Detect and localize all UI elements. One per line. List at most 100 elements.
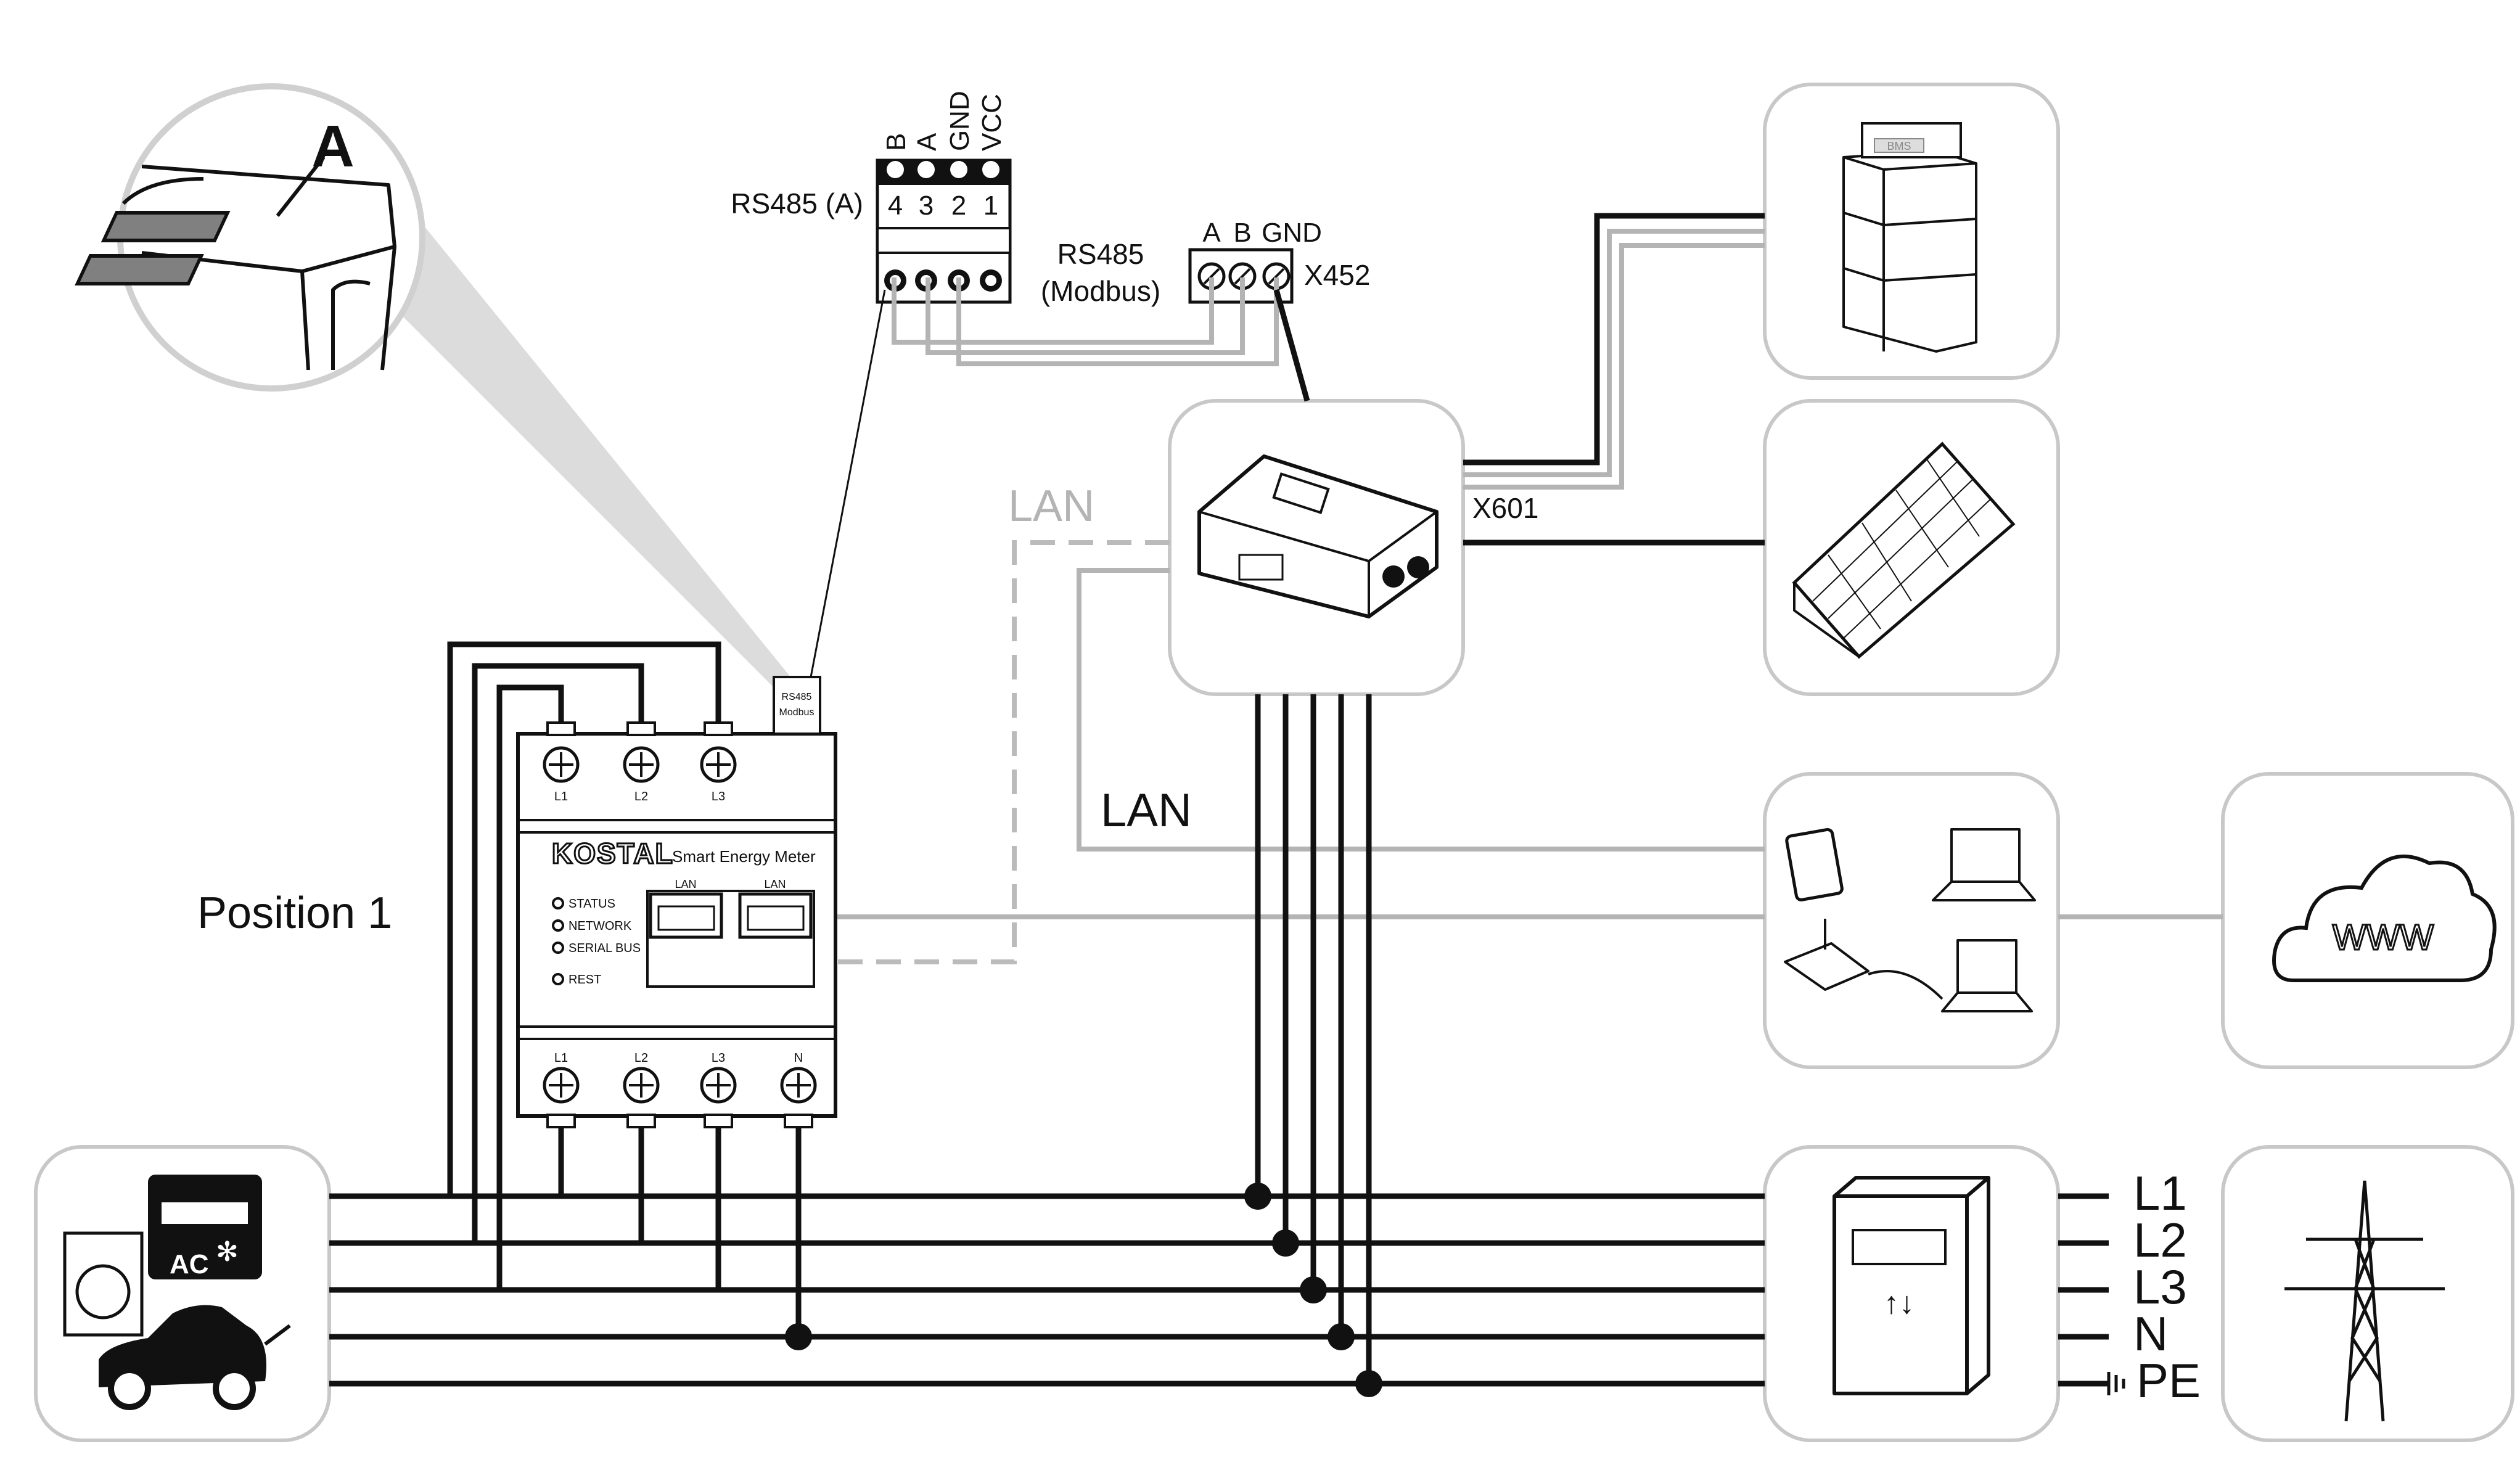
laptop-2-icon [1941, 939, 2033, 1012]
meter-top-lug [626, 721, 656, 736]
battery-signal-wire-1 [1463, 229, 1765, 477]
grid-pylon-box [2221, 1145, 2514, 1442]
meter-terminal-label: L1 [554, 790, 568, 803]
x452-name: X452 [1304, 259, 1370, 291]
rs485-title: RS485 (A) [731, 187, 863, 220]
rs485-wire-gnd [956, 277, 1279, 366]
battery-icon: BMS [1842, 122, 1977, 353]
meter-bottom-lug [784, 1114, 813, 1128]
tablet-icon [1785, 827, 1844, 901]
meter-lan-port-1[interactable] [649, 892, 723, 939]
rs485-pin-hole [917, 161, 935, 178]
meter-bottom-lug [626, 1114, 656, 1128]
meter-to-rs485-cable [810, 289, 886, 678]
air-conditioner-icon [148, 1175, 262, 1279]
rs485-connector [876, 158, 1012, 304]
battery-dc-wire [1463, 213, 1765, 466]
meter-terminal-label: L2 [634, 1051, 648, 1065]
meter-terminal-label: N [794, 1051, 803, 1065]
consumer-loads-icon: AC ✻ [63, 1175, 291, 1410]
rs485-wire-a [892, 277, 1214, 345]
meter-led-label: SERIAL BUS [568, 942, 641, 955]
rs485-pin-name: VCC [977, 94, 1007, 151]
magnifier-cone [345, 197, 802, 697]
callout-letter: A [311, 113, 354, 179]
meter-modbus-tag: Modbus [779, 707, 815, 718]
meter-terminal-label: L2 [634, 790, 648, 803]
meter-top-lug [704, 721, 733, 736]
laptop-icon [1932, 828, 2036, 901]
x452-pin-label: GND [1262, 218, 1322, 248]
network-devices-icon [1784, 827, 2036, 1012]
meter-led [552, 942, 564, 954]
inverter-icon [1197, 454, 1439, 618]
x452-to-inverter-cable [1273, 289, 1310, 402]
bus-label-line1: RS485 [1057, 238, 1144, 270]
meter-in-l2 [329, 663, 644, 1246]
meter-led-label: STATUS [568, 897, 615, 911]
grid-side-wires [2058, 1193, 2109, 1387]
pe-ground-symbol [2107, 1372, 2125, 1395]
meter-rs485-port [773, 676, 821, 735]
meter-top-lug [546, 721, 576, 736]
meter-bottom-lug [704, 1114, 733, 1128]
rs485-pin-hole [982, 161, 999, 178]
grid-line-label: L3 [2133, 1260, 2187, 1314]
svg-text:✻: ✻ [216, 1237, 239, 1267]
battery-bms-label: BMS [1887, 140, 1911, 152]
utility-meter-arrows: ↑↓ [1884, 1286, 1915, 1320]
junction-dots [785, 1183, 1382, 1397]
meter-led [552, 973, 564, 985]
rs485-pin-name: B [881, 133, 911, 151]
grid-line-label: N [2133, 1307, 2168, 1361]
rs485-pin-hole [887, 161, 904, 178]
meter-lan-label-1: LAN [675, 878, 696, 890]
x601-label: X601 [1472, 492, 1538, 524]
meter-in-l3 [329, 684, 564, 1293]
meter-led [552, 919, 564, 932]
meter-in-l1 [329, 641, 721, 1199]
x452-screw-slot [1203, 268, 1220, 285]
inverter-box [1168, 399, 1465, 696]
rs485-pin-number: 2 [951, 191, 966, 221]
x452-screw-slot [1268, 268, 1285, 285]
rs485-pin-number: 1 [983, 191, 998, 221]
lan-solid-label: LAN [1101, 784, 1192, 837]
rs485-pin-hole [950, 161, 967, 178]
meter-bottom-lug [546, 1114, 576, 1128]
meter-led-label: REST [568, 973, 601, 987]
meter-brand: KOSTAL [552, 837, 674, 869]
network-devices-box [1763, 772, 2060, 1069]
utility-meter-icon: ↑↓ [1833, 1176, 1990, 1395]
meter-led-label: NETWORK [568, 919, 632, 933]
lan-inverter-cable [1077, 568, 1765, 852]
rs485-pin-name: GND [945, 91, 975, 151]
cloud-www-label: WWW [2333, 917, 2434, 958]
meter-led [552, 897, 564, 909]
grid-line-label: L2 [2133, 1213, 2187, 1267]
air-conditioner-label: AC [170, 1249, 209, 1279]
x452-screw-slot [1234, 268, 1251, 285]
grid-line-label: L1 [2133, 1166, 2187, 1220]
battery-signal-wire-2 [1463, 243, 1765, 490]
rs485-pin-number: 4 [888, 191, 903, 221]
meter-lan-label-2: LAN [764, 878, 786, 890]
meter-lan-port-2[interactable] [738, 892, 813, 939]
solar-panel-icon [1792, 441, 2016, 659]
magnified-connector [75, 156, 396, 371]
rs485-pin-name: A [912, 133, 942, 151]
lan-dashed-cable [682, 540, 1170, 964]
meter-terminal-label: L3 [712, 1051, 725, 1065]
x452-pin-label: A [1202, 218, 1221, 248]
power-pylon-icon [2284, 1180, 2445, 1422]
meter-terminal-label: L1 [554, 1051, 568, 1065]
meter-product-name: Smart Energy Meter [672, 847, 816, 866]
lan-dashed-label: LAN [1008, 482, 1094, 531]
rs485-wire-b [926, 277, 1245, 355]
